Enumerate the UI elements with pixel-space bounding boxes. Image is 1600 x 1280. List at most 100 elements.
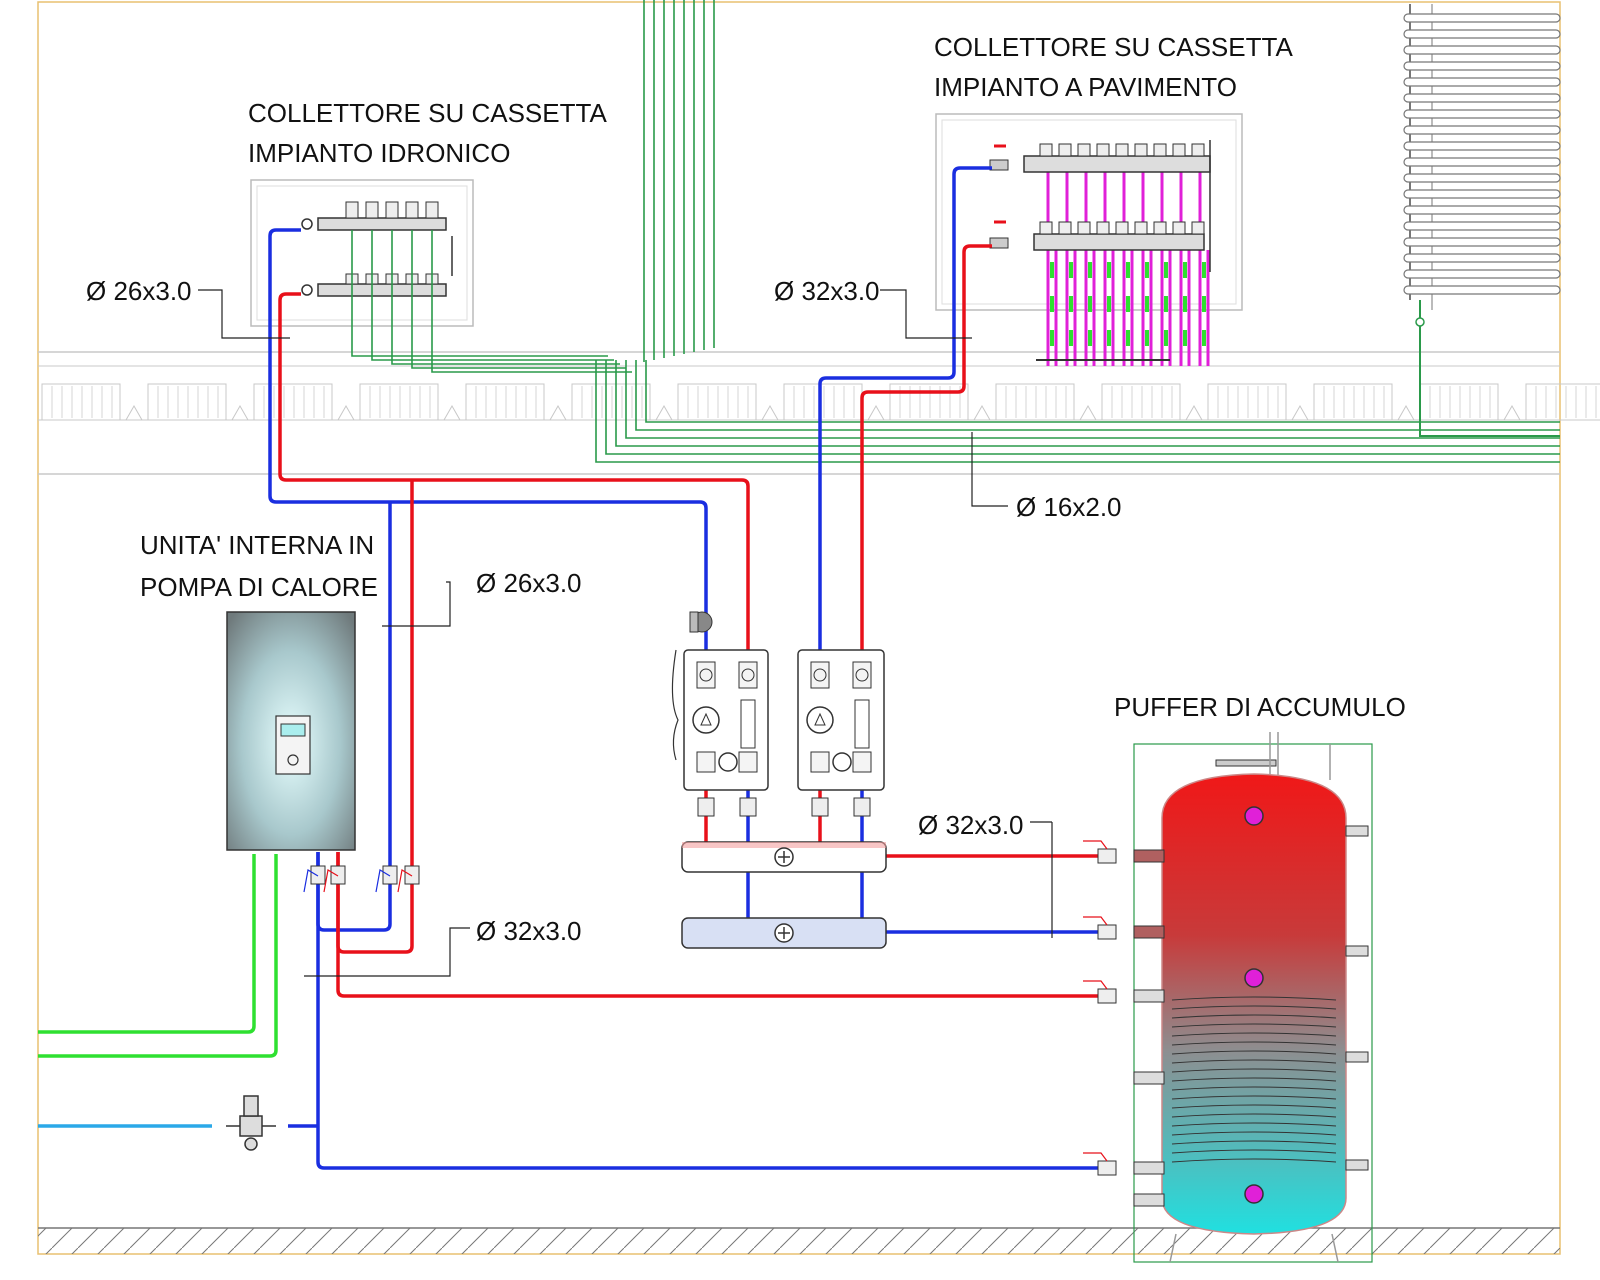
pump-valve-assembly <box>810 661 830 817</box>
external-unit-pipes <box>38 854 278 1058</box>
buffer-tank-valves[interactable] <box>1083 840 1117 1176</box>
slab-block <box>41 383 143 421</box>
floor-loop-marker <box>1050 296 1054 312</box>
hydronic-manifold-label-line2: IMPIANTO IDRONICO <box>248 138 510 168</box>
slab-block <box>1207 383 1309 421</box>
floor-manifold-valve-top <box>1172 143 1186 157</box>
radiator-bar <box>1403 93 1561 103</box>
floor-loop-marker <box>1183 262 1187 278</box>
floor-manifold-label-line2: IMPIANTO A PAVIMENTO <box>934 72 1237 102</box>
floor-manifold-valve-bottom <box>1115 221 1129 235</box>
floor-manifold-valve-top <box>1115 143 1129 157</box>
buffer-tank[interactable] <box>1133 732 1373 1263</box>
floor-manifold-valve-bottom <box>1077 221 1091 235</box>
floor-manifold-valve-top <box>1096 143 1110 157</box>
floor-loop-marker <box>1126 296 1130 312</box>
coil-turn <box>1171 1149 1337 1154</box>
floor-loop-marker <box>1145 296 1149 312</box>
floor-loop-marker <box>1088 330 1092 346</box>
floor-manifold-valve-bottom <box>1096 221 1110 235</box>
slab-block <box>995 383 1097 421</box>
manifold-valve-top <box>425 201 439 219</box>
coil-turn <box>1171 1086 1337 1091</box>
floor-manifold-valve-top <box>1039 143 1053 157</box>
coil-turn <box>1171 996 1337 1001</box>
hydronic-manifold-box <box>250 179 474 327</box>
slab-block <box>359 383 461 421</box>
buffer-tank-label: PUFFER DI ACCUMULO <box>1114 692 1406 722</box>
radiator-bar <box>1403 157 1561 167</box>
ball-valve <box>323 865 346 893</box>
circulator-pump <box>806 706 852 772</box>
pipe-network <box>268 166 1110 1170</box>
floor-heating-loops <box>1046 172 1210 366</box>
flow-meter <box>854 699 870 749</box>
radiator-bar <box>1403 189 1561 199</box>
radiator-bar <box>1403 45 1561 55</box>
floor-loop-marker <box>1050 330 1054 346</box>
pump-valve-assembly <box>738 661 758 817</box>
coil-turn <box>1171 1041 1337 1046</box>
ball-valve <box>1083 916 1117 940</box>
manifold-valve-top <box>405 201 419 219</box>
distribution-pipe <box>431 230 632 373</box>
pump-valve-assembly <box>696 661 716 817</box>
hydronic-manifold[interactable] <box>301 201 453 297</box>
slab-block <box>889 383 991 421</box>
distribution-pipe <box>411 230 626 369</box>
floor-loop-marker <box>1164 330 1168 346</box>
slab-block <box>1101 383 1203 421</box>
manifold-valve-top <box>365 201 379 219</box>
distribution-pipe <box>635 360 1560 431</box>
distribution-pipe <box>645 360 1560 423</box>
radiator-bar <box>1403 237 1561 247</box>
floor-manifold-valve-bottom <box>1039 221 1053 235</box>
floor-manifold-valve-top <box>1058 143 1072 157</box>
heat-pump-valves[interactable] <box>303 865 420 893</box>
hydronic-distribution-pipes <box>351 230 632 373</box>
floor-manifold-label-line1: COLLETTORE SU CASSETTA <box>934 32 1293 62</box>
radiator-bar <box>1403 125 1561 135</box>
slab-block <box>571 383 673 421</box>
coil-turn <box>1171 1005 1337 1010</box>
radiator-bar <box>1403 77 1561 87</box>
return-header[interactable] <box>681 917 887 949</box>
floor-slab-section <box>38 351 1560 475</box>
floor-manifold[interactable] <box>989 140 1211 361</box>
slab-block <box>1313 383 1415 421</box>
heat-pump-indoor-unit[interactable] <box>226 611 356 851</box>
floor-manifold-valve-top <box>1134 143 1148 157</box>
distribution-pipe <box>351 230 608 357</box>
coil-turn <box>1171 1122 1337 1127</box>
supply-header[interactable] <box>681 841 887 873</box>
radiator-bar <box>1403 205 1561 215</box>
coil-turn <box>1171 1032 1337 1037</box>
slab-blocks <box>41 383 1600 421</box>
dim-floor-feed: Ø 32x3.0 <box>774 276 880 306</box>
radiator-bar <box>1403 269 1561 279</box>
coil-turn <box>1171 1068 1337 1073</box>
tank-coil <box>1171 996 1337 1163</box>
radiator-bar <box>1403 173 1561 183</box>
ball-valve <box>1083 840 1117 864</box>
coil-turn <box>1171 1050 1337 1055</box>
slab-block <box>783 383 885 421</box>
radiator-bar <box>1403 221 1561 231</box>
dim-buffer-connection: Ø 32x3.0 <box>918 810 1024 840</box>
slab-block <box>1419 383 1521 421</box>
slab-block <box>147 383 249 421</box>
floor-loop-marker <box>1145 262 1149 278</box>
floor-manifold-box <box>935 113 1243 311</box>
coil-turn <box>1171 1113 1337 1118</box>
floor-loop-marker <box>1088 296 1092 312</box>
pump-valve-assembly <box>852 661 872 817</box>
floor-loop-marker <box>1202 262 1206 278</box>
pressure-reducer-valve[interactable] <box>226 1095 276 1151</box>
manifold-valve-top <box>385 201 399 219</box>
hydronic-manifold-label-line1: COLLETTORE SU CASSETTA <box>248 98 607 128</box>
distribution-pipe-bundle <box>595 0 1560 463</box>
coil-turn <box>1171 1131 1337 1136</box>
floor-loop-marker <box>1126 330 1130 346</box>
radiator <box>1403 4 1561 437</box>
ball-valve <box>1083 980 1117 1004</box>
